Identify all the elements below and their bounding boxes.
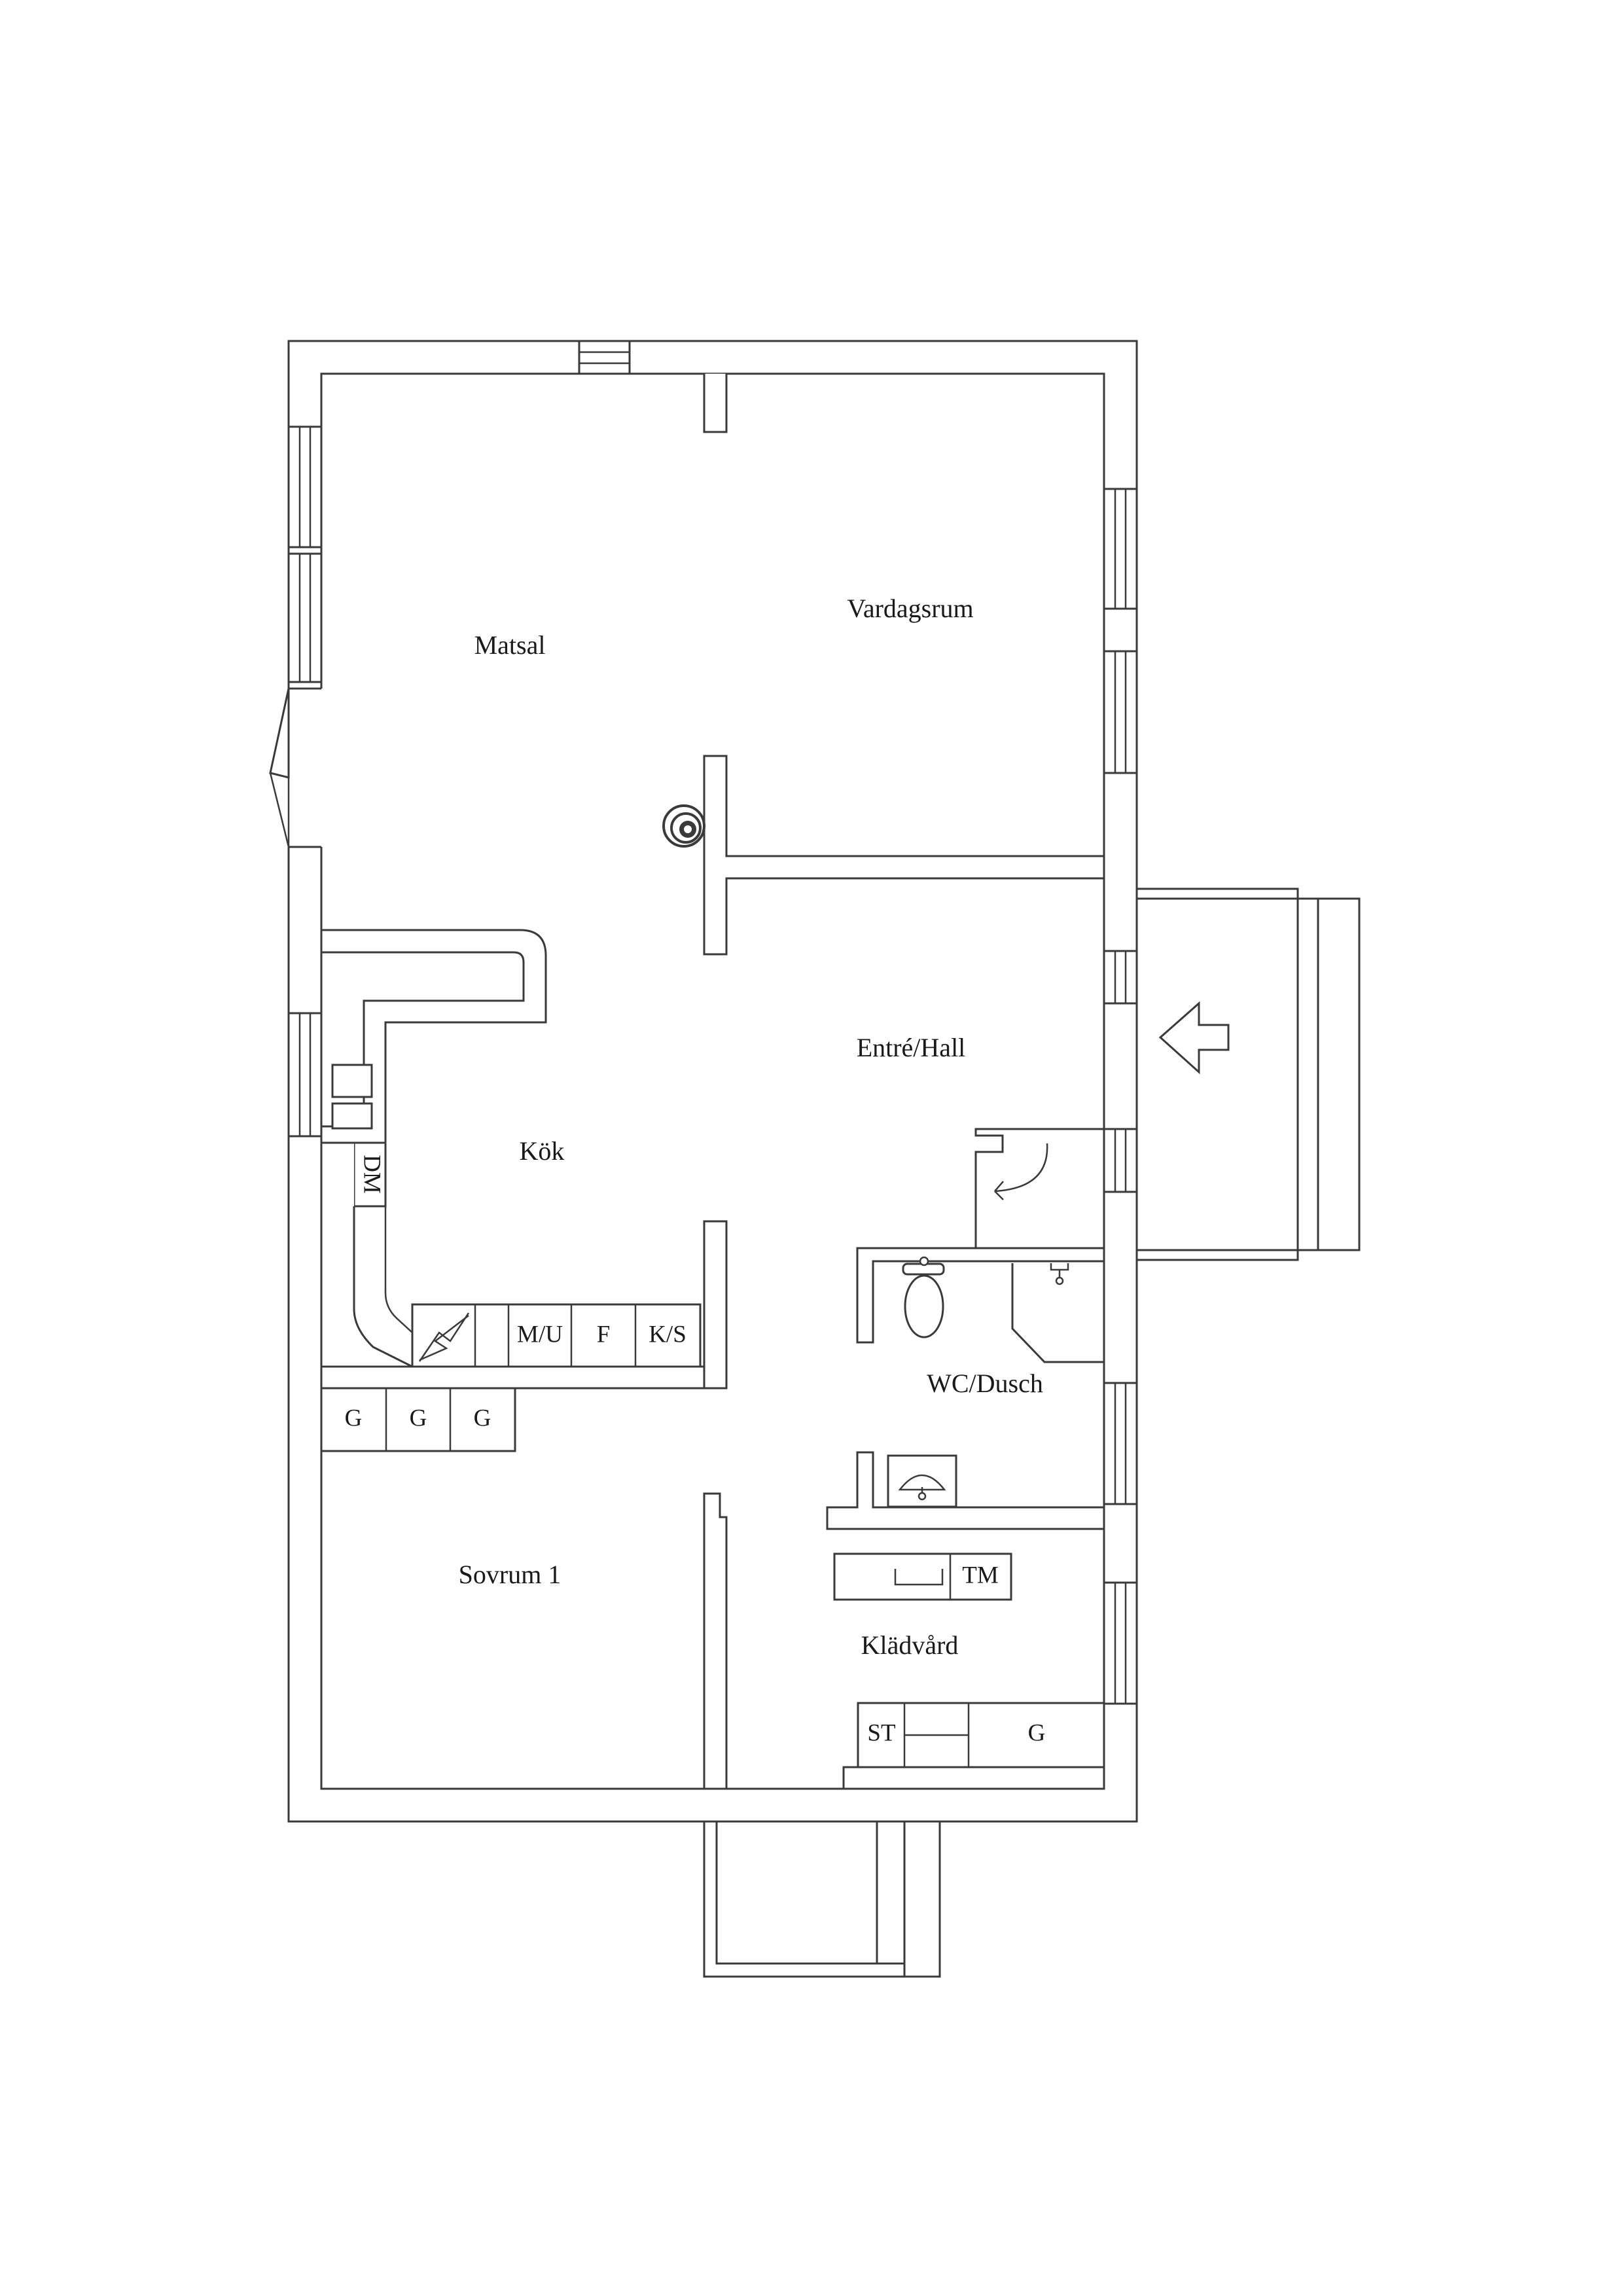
kitchen-fixtures (320, 1064, 702, 1452)
room-label-sovrum-1: Sovrum 1 (459, 1560, 562, 1589)
interior-walls (320, 374, 1105, 1790)
wardrobe-label-2: G (410, 1405, 427, 1431)
room-label-wc-dusch: WC/Dusch (927, 1369, 1043, 1398)
wardrobe-label-1: G (345, 1405, 363, 1431)
drying-cabinet-label: ST (867, 1719, 895, 1746)
fireplace-icon (662, 804, 705, 848)
bathroom-fixtures (887, 1256, 1105, 1508)
side-door (269, 687, 323, 848)
wardrobe-label-3: G (474, 1405, 491, 1431)
shower-icon (1011, 1263, 1105, 1363)
room-labels: Matsal Vardagsrum Entré/Hall Kök WC/Dusc… (459, 594, 1043, 1660)
laundry-fixtures (833, 1552, 1105, 1768)
room-label-vardagsrum: Vardagsrum (847, 594, 973, 623)
room-label-entre-hall: Entré/Hall (857, 1033, 966, 1062)
rear-porch (703, 1820, 941, 1978)
room-label-matsal: Matsal (474, 630, 546, 660)
fridge-label: F (597, 1321, 611, 1348)
sink-icon (887, 1454, 957, 1508)
entrance-porch (1137, 888, 1361, 1261)
tumble-dryer-label: TM (962, 1562, 999, 1588)
room-label-kladvard: Klädvård (861, 1630, 959, 1660)
arrow-left-icon (1158, 1001, 1230, 1075)
dishwasher-label: DM (359, 1155, 385, 1194)
door-swing-icon (994, 1143, 1048, 1200)
fixture-labels: DM M/U F K/S G G G TM ST G (345, 1155, 1046, 1746)
micro-oven-label: M/U (517, 1321, 563, 1348)
stove-icon (418, 1312, 470, 1362)
room-label-kok: Kök (520, 1136, 565, 1166)
wardrobe-label-laundry: G (1028, 1719, 1046, 1746)
toilet-icon (902, 1256, 945, 1338)
fridge-freezer-label: K/S (649, 1321, 687, 1348)
windows (287, 340, 1138, 1705)
